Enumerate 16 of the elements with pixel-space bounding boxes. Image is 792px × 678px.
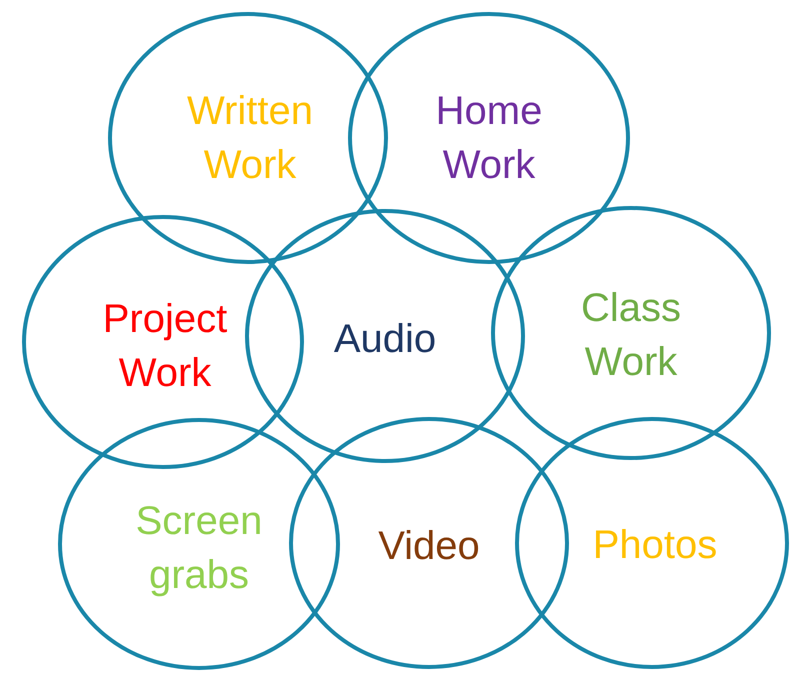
- node-label: Class Work: [580, 285, 682, 386]
- node-label: Video: [377, 523, 481, 570]
- ellipse-node: [348, 12, 630, 264]
- ellipse-node: [22, 215, 304, 469]
- node-label: Project Work: [102, 296, 228, 397]
- ellipse-node: [515, 417, 789, 669]
- node-label: Written Work: [186, 88, 314, 189]
- node-label: Photos: [592, 522, 718, 569]
- ellipse-node: [245, 209, 525, 463]
- ellipse-node: [289, 417, 569, 669]
- ellipse-node: [58, 418, 340, 670]
- node-label: Audio: [332, 316, 438, 363]
- node-label: Home Work: [434, 88, 544, 189]
- ellipse-node: [491, 206, 771, 460]
- ellipse-node: [108, 12, 388, 264]
- node-label: Screen grabs: [134, 498, 264, 599]
